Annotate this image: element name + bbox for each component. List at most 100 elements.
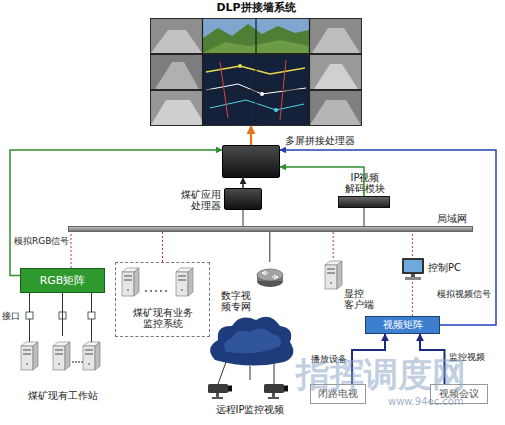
connector: [412, 282, 413, 316]
ip-cameras-part: [218, 362, 226, 384]
control-pc: 控制PC: [400, 256, 462, 282]
workstations-part: [53, 342, 70, 370]
existing-servers-part: [122, 268, 139, 296]
signal-label: 模拟视频信号: [437, 289, 491, 299]
connector: [250, 126, 252, 145]
router-icon-part: [262, 271, 278, 279]
network-cloud: [210, 317, 293, 366]
workstations-part: [81, 361, 83, 363]
control-pc-icon-part: [404, 260, 422, 272]
existing-servers-part: [155, 290, 157, 292]
connector: [333, 232, 334, 258]
video-wall-screens-part: [310, 91, 361, 125]
existing-servers-part: [176, 268, 193, 296]
watermark-url: www.94ec.com: [388, 396, 464, 407]
video-wall-screens-part: [210, 100, 304, 110]
control-pc-icon-part: [411, 274, 415, 277]
video-wall-screens-part: [314, 64, 358, 89]
connector: [62, 293, 63, 336]
app-processor: 煤矿应用 处理器: [224, 188, 262, 210]
ip-cameras-part-part: [208, 384, 228, 393]
network-cloud-part: [224, 328, 281, 353]
rgb-matrix: RGB矩阵: [20, 268, 105, 293]
video-wall-screens-part: [151, 91, 202, 125]
video-private-network: 数字视 频专网: [205, 262, 295, 366]
node-text: 控制PC: [428, 262, 461, 273]
video-wall-screens-part: [310, 19, 361, 53]
video-wall-screens-part: [260, 92, 264, 96]
node-text: RGB矩阵: [21, 269, 104, 292]
video-wall-screens-part: [155, 62, 199, 89]
connector: [280, 167, 364, 196]
node-text: 显控 客户端: [344, 288, 378, 310]
existing-servers-part: [165, 290, 167, 292]
node-text: 多屏拼接处理器: [285, 135, 355, 146]
video-wall-screens-part: [151, 100, 202, 125]
ip-cameras-part: [208, 384, 232, 399]
lan-bus: 局域网: [68, 226, 473, 232]
ip-cameras-part-part: [212, 397, 223, 399]
video-wall-screens-part: [310, 100, 361, 125]
interface-label: 接口: [2, 311, 20, 321]
workstations-part: [21, 342, 38, 370]
ip-cameras-part-part: [284, 386, 288, 392]
existing-servers-part: [160, 290, 162, 292]
control-pc-icon-part: [402, 258, 424, 274]
video-wall-screens-part: [150, 18, 362, 126]
video-wall-screens-part: [151, 30, 202, 53]
video-matrix: 视频矩阵: [365, 316, 440, 334]
router-icon-part: [257, 269, 283, 281]
ip-cameras-part-part: [268, 397, 279, 399]
display-control-client: 显控 客户端: [322, 258, 378, 310]
workstations-part: [78, 361, 80, 363]
connector: [162, 232, 163, 262]
splice-processor: 多屏拼接处理器: [222, 145, 280, 178]
video-wall-screens-part: [312, 28, 360, 53]
connector: [71, 232, 72, 268]
node-text: 数字视 频专网: [221, 290, 257, 312]
remote-ip-cameras: 远程IP监控视频: [200, 380, 300, 418]
workstations-part: [72, 361, 74, 363]
monitoring-system-group: 煤矿现有业务 监控系统: [115, 262, 210, 337]
video-wall-screens-part: [150, 18, 362, 126]
node-text: 局域网: [437, 213, 467, 224]
connector: [364, 208, 365, 226]
connectors: [10, 126, 496, 384]
control-pc-icon: [402, 258, 424, 280]
video-wall: DLP拼接墙系统: [150, 2, 362, 126]
ip-cameras: [208, 362, 288, 399]
video-wall-screens-part: [274, 108, 278, 112]
video-wall-screens: [150, 18, 362, 126]
router-icon: [257, 269, 283, 287]
video-wall-screens-part: [151, 19, 202, 53]
existing-servers-part: [145, 290, 147, 292]
control-pc-icon-part: [405, 277, 421, 280]
ip-cameras-part: [264, 384, 288, 399]
ip-cameras-part-part: [264, 384, 284, 393]
client-server-icon-part: [325, 261, 342, 289]
connector: [10, 150, 222, 276]
workstations-part: [83, 342, 100, 370]
workstations-part: [88, 312, 95, 319]
watermark: 指挥调度网: [296, 354, 466, 394]
connector: [243, 210, 244, 226]
connector: [242, 178, 244, 188]
node-text: 煤矿现有业务 监控系统: [116, 307, 209, 329]
video-wall-screens-part: [151, 55, 202, 89]
node-text: 远程IP监控视频: [200, 404, 300, 415]
video-wall-screens-part: [310, 55, 361, 89]
node-text: 视频矩阵: [366, 317, 439, 333]
existing-servers-part: [150, 290, 152, 292]
signal-label: 模拟RGB信号: [14, 236, 69, 246]
connector: [412, 232, 413, 256]
workstations-part: [26, 312, 33, 319]
node-text: 煤矿应用 处理器: [173, 189, 221, 211]
video-wall-screens-part: [238, 64, 242, 68]
node-text: 煤矿现有工作站: [15, 390, 110, 401]
workstations: [21, 293, 100, 370]
connector: [280, 150, 496, 325]
connector: [250, 366, 251, 380]
node-text: IP视频 解码模块: [340, 172, 390, 194]
